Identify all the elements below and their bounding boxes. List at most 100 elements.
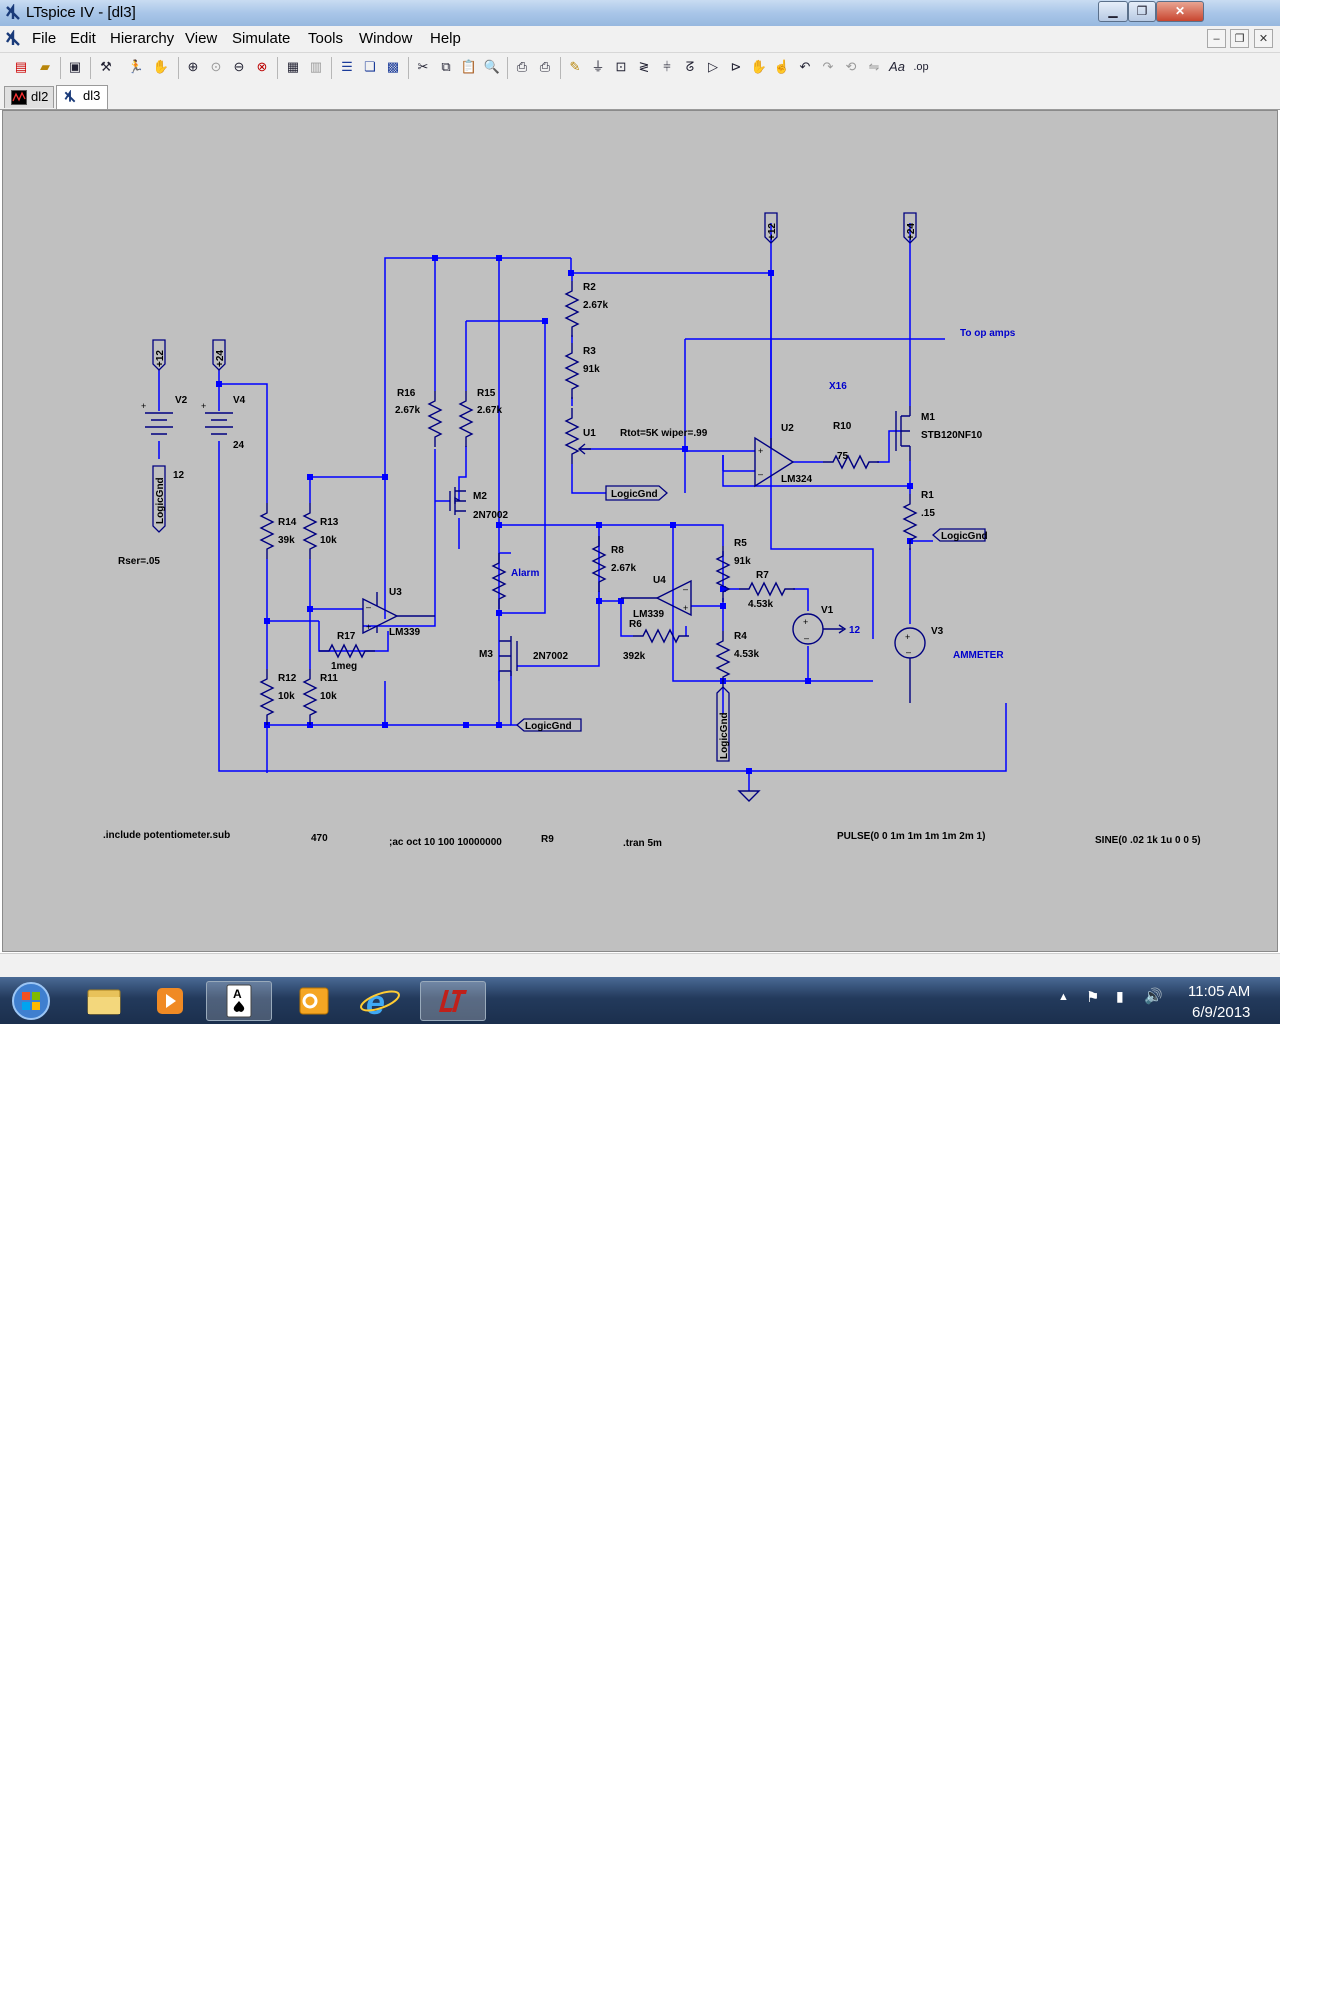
menu-window[interactable]: Window [359,30,413,47]
menu-simulate[interactable]: Simulate [232,30,291,47]
logicgnd-v2-label: LogicGnd [155,477,166,524]
menu-edit[interactable]: Edit [70,30,96,47]
resistor-r2 [565,280,579,338]
diode-icon[interactable]: ▷ [708,59,718,74]
flag-plus12-right: +12 [767,223,778,240]
menu-file[interactable]: File [32,30,57,47]
print-setup-icon[interactable]: ⎙ [516,59,528,74]
cut-icon[interactable]: ✂ [417,59,429,74]
open-icon[interactable]: ▰ [40,59,50,74]
explorer-icon[interactable] [74,981,134,1021]
rser-label: Rser=.05 [118,556,160,567]
mosfet-m3 [499,636,518,676]
close-button[interactable]: ✕ [1156,1,1204,22]
halt-icon[interactable]: ✋ [152,59,170,74]
zoom-back-icon[interactable]: ▥ [309,59,323,74]
directive-470[interactable]: 470 [311,833,328,844]
action-center-flag-icon[interactable]: ⚑ [1086,989,1100,1006]
resistor-icon[interactable]: ≷ [638,59,650,74]
copy-icon[interactable]: ⧉ [441,59,451,74]
start-orb-icon[interactable] [4,981,58,1021]
ltspice-mdi-icon[interactable] [4,30,22,48]
zoom-in-icon[interactable]: ⊕ [187,59,199,74]
volume-icon[interactable]: 🔊 [1144,988,1163,1005]
solitaire-button[interactable]: A [206,981,272,1021]
media-player-icon[interactable] [140,981,200,1021]
move-icon[interactable]: ✋ [750,59,768,74]
paste-icon[interactable]: 📋 [460,59,478,74]
r15-label: R15 [477,388,496,399]
clock-date[interactable]: 6/9/2013 [1192,1004,1251,1021]
directive-r9[interactable]: R9 [541,834,554,845]
svg-text:A: A [233,987,242,1001]
restore-button[interactable]: ❐ [1128,1,1156,22]
menu-view[interactable]: View [185,30,218,47]
component-icon[interactable]: ⊳ [730,59,742,74]
undo-icon[interactable]: ↶ [799,59,811,74]
mdi-close-button[interactable]: ✕ [1254,29,1273,48]
inductor-icon[interactable]: ᘔ [685,59,695,74]
menu-hierarchy[interactable]: Hierarchy [110,30,175,47]
logicgnd-flag-r1 [932,528,986,542]
tab-dl3[interactable]: dl3 [56,85,108,109]
mdi-restore-button[interactable]: ❐ [1230,29,1249,48]
tile-horizontal-icon[interactable]: ☰ [341,59,353,74]
ltspice-taskbar-button[interactable] [420,981,486,1021]
spice-directive-icon[interactable]: .op [913,61,929,73]
capacitor-icon[interactable]: ⫩ [663,59,671,74]
drag-icon[interactable]: ☝ [773,59,791,74]
resistor-r10 [822,455,880,469]
autorange-icon[interactable]: ▦ [286,59,300,74]
draw-wire-icon[interactable]: ✎ [569,59,581,74]
show-hidden-icon[interactable]: ▲ [1058,991,1069,1003]
directive-ac[interactable]: ;ac oct 10 100 10000000 [389,837,502,848]
label-net-icon[interactable]: ⊡ [615,59,627,74]
internet-explorer-icon[interactable]: e [350,981,410,1021]
run-icon[interactable]: 🏃 [127,59,145,74]
zoom-fit-icon[interactable]: ⊗ [256,59,268,74]
v1-label: V1 [821,605,834,616]
title-bar[interactable]: LTspice IV - [dl3] ▁ ❐ ✕ [0,0,1280,27]
directive-sine[interactable]: SINE(0 .02 1k 1u 0 0 5) [1095,835,1201,846]
m1-value: STB120NF10 [921,430,983,441]
rotate-icon[interactable]: ⟲ [845,59,857,74]
directive-pulse[interactable]: PULSE(0 0 1m 1m 1m 1m 2m 1) [837,831,985,842]
save-icon[interactable]: ▣ [68,59,82,74]
logicgnd-r1-label: LogicGnd [941,531,988,542]
close-all-icon[interactable]: ▩ [386,59,400,74]
logicgnd-flag-m3 [516,718,582,732]
minimize-button[interactable]: ▁ [1098,1,1128,22]
menu-tools[interactable]: Tools [308,30,344,47]
directive-tran[interactable]: .tran 5m [623,838,662,849]
r11-label: R11 [320,673,338,684]
menu-help[interactable]: Help [430,30,461,47]
u2-plus: + [758,446,763,456]
control-panel-icon[interactable]: ⚒ [100,59,112,74]
zoom-pan-icon[interactable]: ⊙ [210,59,222,74]
find-icon[interactable]: 🔍 [483,59,501,74]
redo-icon[interactable]: ↷ [822,59,834,74]
clock-time[interactable]: 11:05 AM [1188,983,1251,1000]
tab-label: dl3 [83,88,101,103]
logicgnd-flag-u1 [605,485,668,501]
mdi-minimize-button[interactable]: – [1207,29,1226,48]
schematic-canvas[interactable]: +12 +24 +12 +24 + V2 12 + V4 24 LogicGnd… [2,110,1278,952]
m3-value: 2N7002 [533,651,568,662]
tab-dl2[interactable]: dl2 [4,86,54,108]
ground-icon[interactable]: ⏚ [591,59,605,74]
r2-label: R2 [583,282,596,293]
schematic-drawing[interactable]: +12 +24 +12 +24 + V2 12 + V4 24 LogicGnd… [3,111,1279,953]
new-schematic-icon[interactable]: ▤ [14,59,28,74]
network-icon[interactable]: ▮ [1116,988,1124,1004]
zoom-out-icon[interactable]: ⊖ [233,59,245,74]
print-icon[interactable]: ⎙ [539,59,551,74]
text-icon[interactable]: Aa [889,59,905,74]
logicgnd-u1-label: LogicGnd [611,489,658,500]
mirror-icon[interactable]: ⇋ [868,59,880,74]
r1-value: .15 [921,508,935,519]
status-bar [0,953,1280,978]
directive-include[interactable]: .include potentiometer.sub [103,830,230,841]
v2-plus: + [141,401,146,411]
outlook-icon[interactable] [284,981,344,1021]
cascade-icon[interactable]: ❏ [364,59,376,74]
